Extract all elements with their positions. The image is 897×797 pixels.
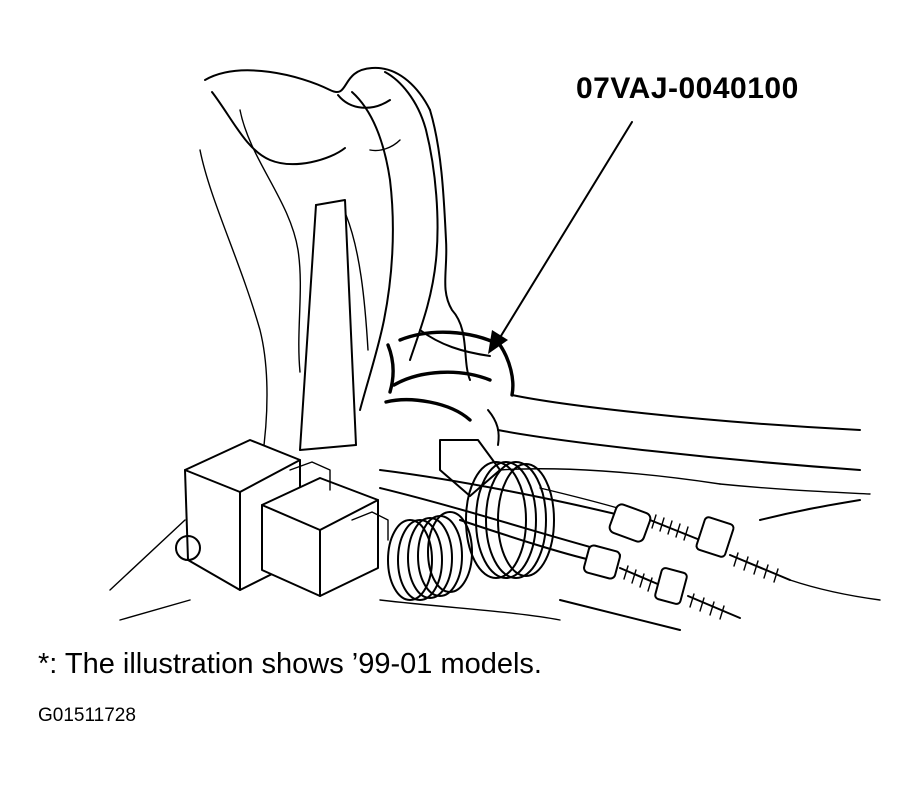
part-number-label: 07VAJ-0040100: [576, 72, 799, 105]
engine-body-outline: [199, 66, 471, 461]
cable-drum: [387, 439, 555, 601]
wrench-icon: [384, 329, 861, 471]
cable-adjuster-upper: [608, 499, 861, 583]
mechanical-illustration: [109, 66, 881, 631]
cable-adjuster-lower: [559, 544, 741, 631]
coolant-hose: [351, 71, 439, 411]
footnote-text: *: The illustration shows ’99-01 models.: [38, 648, 542, 680]
figure-id: G01511728: [38, 705, 136, 726]
support-bracket: [299, 199, 369, 451]
leader-arrow: [488, 121, 633, 354]
electrical-connector: [175, 439, 389, 597]
lower-background: [109, 468, 881, 621]
